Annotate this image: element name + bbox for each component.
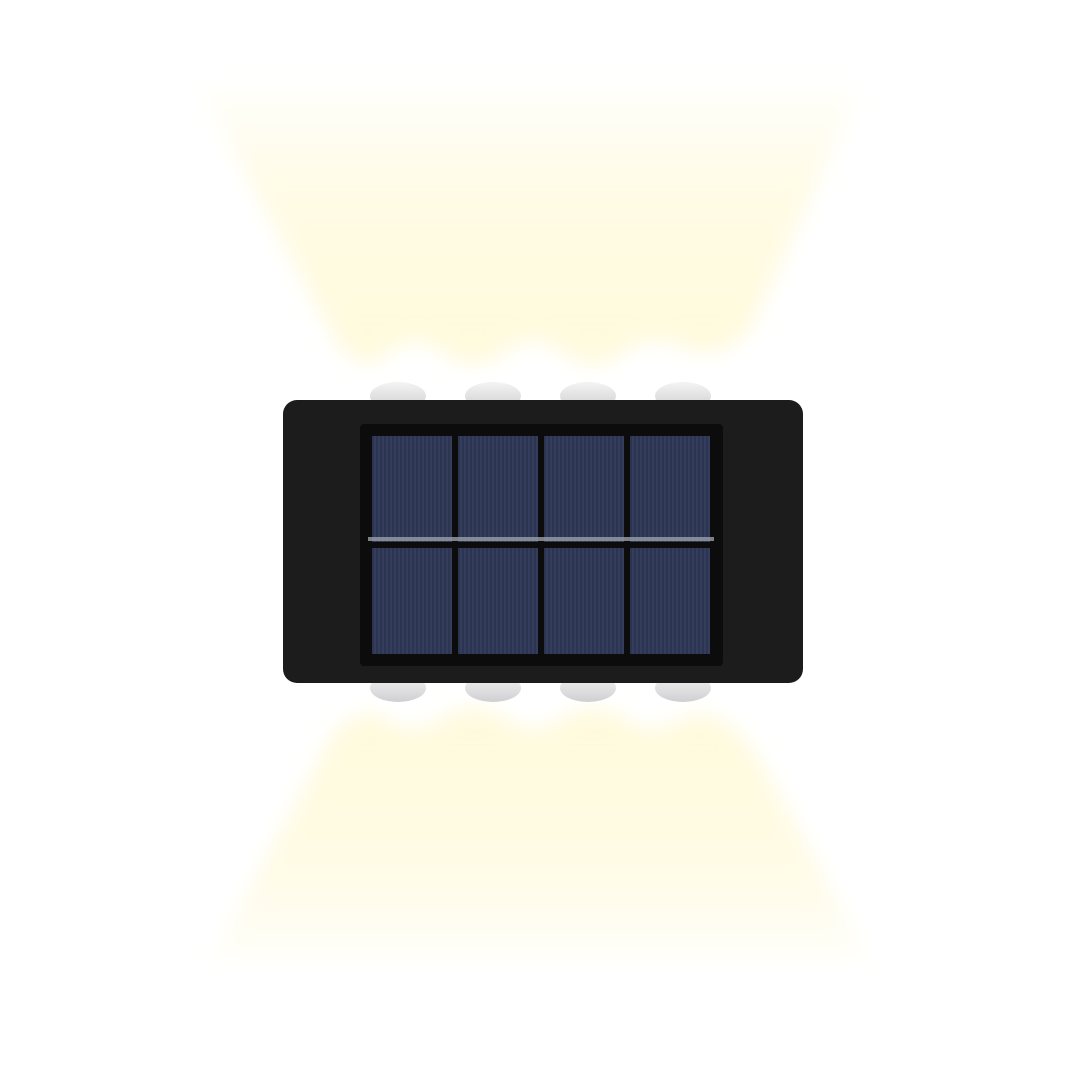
solar-cell: [544, 548, 624, 654]
light-beam-top: [200, 90, 860, 364]
solar-cells: [372, 436, 710, 654]
solar-cell: [372, 548, 452, 654]
solar-cell: [630, 548, 710, 654]
panel-busbar: [368, 537, 714, 541]
solar-cell: [458, 436, 538, 542]
light-beam-bottom: [210, 708, 870, 960]
solar-cell: [544, 436, 624, 542]
solar-cell: [630, 436, 710, 542]
solar-cell: [458, 548, 538, 654]
solar-cell: [372, 436, 452, 542]
